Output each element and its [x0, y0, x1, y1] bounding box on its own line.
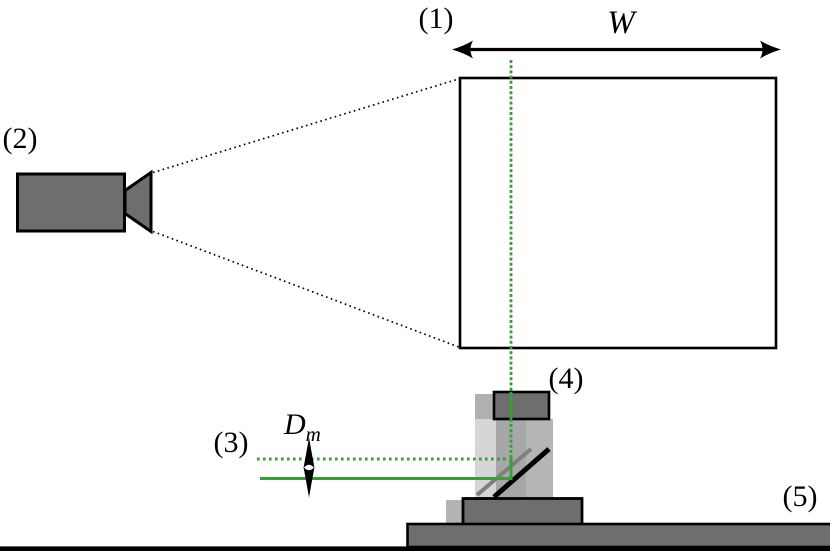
width-arrow-left-head-icon [452, 40, 473, 59]
label-width-symbol: W [607, 5, 637, 41]
table-edge-line [0, 546, 830, 551]
screen-rect [458, 76, 778, 350]
mirror-mount [475, 390, 553, 499]
label-displacement-symbol: Dm [283, 408, 321, 446]
optical-rail [406, 522, 830, 549]
mirror-ghost-line [475, 447, 533, 497]
dm-arrow-down-head-icon [303, 467, 315, 498]
camera-lens-cone [123, 169, 153, 235]
dm-arrow [303, 437, 315, 498]
displacement-symbol-subscript: m [306, 422, 321, 446]
width-arrow [452, 40, 781, 59]
width-arrow-right-head-icon [760, 40, 781, 59]
mount-upper-left-block [475, 394, 496, 419]
dm-arrow-up-head-icon [303, 437, 315, 468]
label-2: (2) [3, 122, 38, 155]
displacement-symbol-main: D [283, 408, 306, 441]
camera-body [16, 172, 126, 233]
base-back-light-block [446, 500, 465, 524]
laser-beams [257, 60, 513, 480]
label-4: (4) [549, 362, 584, 395]
label-3: (3) [214, 426, 249, 459]
base-dark-block [461, 497, 584, 527]
mount-top-cap [492, 390, 551, 421]
fov-dotted-line-top [152, 77, 461, 174]
label-5: (5) [783, 480, 818, 513]
label-1: (1) [419, 2, 454, 35]
mirror-line [492, 447, 551, 499]
beam-solid-reflection-path [260, 455, 513, 480]
fov-dotted-line-bottom [152, 230, 461, 349]
camera [16, 169, 153, 235]
